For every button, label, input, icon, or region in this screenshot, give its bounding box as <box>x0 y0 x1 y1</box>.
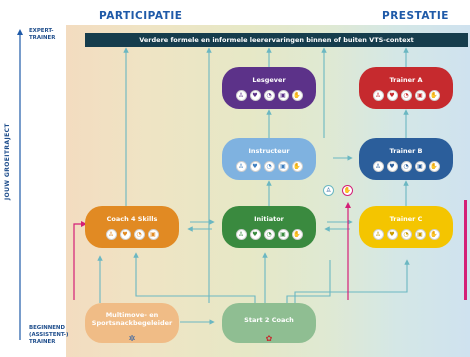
axis-top-label: EXPERT- TRAINER <box>29 28 56 41</box>
bag-icon: ▣ <box>147 229 159 240</box>
figure-icon: ♙ <box>235 161 247 172</box>
hand-icon: ✋ <box>291 161 303 172</box>
figure-icon: ♙ <box>372 161 384 172</box>
whistle-icon: ◔ <box>400 229 412 240</box>
node-coach-4-skills[interactable]: Coach 4 Skills ♙ ♥ ◔ ▣ <box>85 206 179 248</box>
heart-icon: ♥ <box>249 229 261 240</box>
growth-axis-label: JOUW GROEITRAJECT <box>4 123 11 200</box>
flower-icon: ✿ <box>265 333 273 343</box>
bag-icon: ▣ <box>277 90 289 101</box>
figure-icon: ♙ <box>372 229 384 240</box>
bag-icon: ▣ <box>414 90 426 101</box>
node-label: Trainer A <box>389 76 423 84</box>
heart-icon: ♥ <box>249 161 261 172</box>
hand-icon: ✋ <box>428 90 440 101</box>
hand-icon: ✋ <box>291 90 303 101</box>
figure-icon: ♙ <box>323 185 334 196</box>
pink-edge-line <box>464 200 467 300</box>
hand-icon: ✋ <box>428 229 440 240</box>
whistle-icon: ◔ <box>263 161 275 172</box>
heart-icon: ♥ <box>386 90 398 101</box>
node-instructeur[interactable]: Instructeur ♙ ♥ ◔ ▣ ✋ <box>222 138 316 180</box>
header-participatie: PARTICIPATIE <box>99 10 183 22</box>
node-label: Instructeur <box>248 147 290 155</box>
node-label: Multimove- en Sportsnackbegeleider <box>91 311 173 327</box>
whistle-icon: ◔ <box>400 90 412 101</box>
heart-icon: ♥ <box>386 229 398 240</box>
whistle-icon: ◔ <box>263 229 275 240</box>
node-label: Lesgever <box>252 76 286 84</box>
figure-icon: ♙ <box>235 90 247 101</box>
hand-icon: ✋ <box>291 229 303 240</box>
heart-icon: ♥ <box>386 161 398 172</box>
node-lesgever[interactable]: Lesgever ♙ ♥ ◔ ▣ ✋ <box>222 67 316 109</box>
node-label: Start 2 Coach <box>244 316 294 324</box>
bag-icon: ▣ <box>277 161 289 172</box>
figure-icon: ♙ <box>235 229 247 240</box>
node-label: Coach 4 Skills <box>106 215 158 223</box>
pink-arrow-coach4 <box>73 221 87 300</box>
bag-icon: ▣ <box>277 229 289 240</box>
node-label: Trainer C <box>389 215 423 223</box>
node-label: Initiator <box>254 215 284 223</box>
whistle-icon: ◔ <box>400 161 412 172</box>
heart-icon: ♥ <box>249 90 261 101</box>
figure-icon: ♙ <box>372 90 384 101</box>
node-start-2-coach[interactable]: Start 2 Coach ✿ <box>222 303 316 343</box>
axis-bottom-label: BEGINNEND (ASSISTENT-) TRAINER <box>29 325 69 345</box>
node-trainer-c[interactable]: Trainer C ♙ ♥ ◔ ▣ ✋ <box>359 206 453 248</box>
hand-icon: ✋ <box>428 161 440 172</box>
bag-icon: ▣ <box>414 229 426 240</box>
header-prestatie: PRESTATIE <box>382 10 449 22</box>
node-multimove[interactable]: Multimove- en Sportsnackbegeleider ✲ <box>85 303 179 343</box>
arrow-start2-trainerC <box>294 259 410 303</box>
whistle-icon: ◔ <box>133 229 145 240</box>
learning-banner: Verdere formele en informele leerervarin… <box>85 33 468 47</box>
node-initiator[interactable]: Initiator ♙ ♥ ◔ ▣ ✋ <box>222 206 316 248</box>
node-label: Trainer B <box>389 147 423 155</box>
kids-icon: ✲ <box>128 333 136 343</box>
node-trainer-b[interactable]: Trainer B ♙ ♥ ◔ ▣ ✋ <box>359 138 453 180</box>
whistle-icon: ◔ <box>263 90 275 101</box>
hand-icon: ✋ <box>342 185 353 196</box>
heart-icon: ♥ <box>119 229 131 240</box>
arrow-start2-coach4 <box>133 252 256 303</box>
node-trainer-a[interactable]: Trainer A ♙ ♥ ◔ ▣ ✋ <box>359 67 453 109</box>
line-start2-right <box>286 260 331 303</box>
figure-icon: ♙ <box>105 229 117 240</box>
bag-icon: ▣ <box>414 161 426 172</box>
